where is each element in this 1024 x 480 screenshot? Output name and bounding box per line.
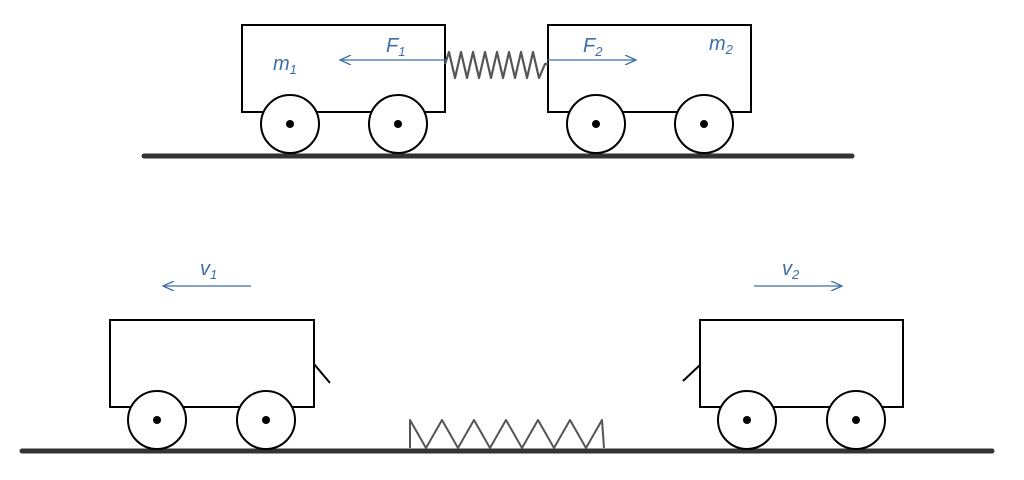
spring-catch xyxy=(682,364,701,382)
cart-body xyxy=(109,319,315,408)
wheel xyxy=(236,390,296,450)
wheel xyxy=(826,390,886,450)
compressed-spring xyxy=(443,50,548,80)
spring-catch xyxy=(313,363,331,384)
label-m2: m2 xyxy=(709,33,734,57)
label-f1: F1 xyxy=(386,35,405,59)
wheel xyxy=(260,94,320,154)
label-m1: m1 xyxy=(273,53,297,77)
wheel xyxy=(566,94,626,154)
label-f2: F2 xyxy=(583,35,603,59)
bottom-scene: v1 v2 xyxy=(19,258,995,454)
top-cart-right xyxy=(547,24,752,154)
wheel xyxy=(127,390,187,450)
released-spring xyxy=(409,419,605,449)
bottom-cart-left xyxy=(109,319,331,450)
wheel xyxy=(717,390,777,450)
label-v2: v2 xyxy=(782,258,800,282)
top-scene: m1 F1 F2 m2 xyxy=(141,24,855,159)
top-cart-left xyxy=(241,24,446,154)
cart-body xyxy=(699,319,904,408)
wheel xyxy=(368,94,428,154)
wheel xyxy=(674,94,734,154)
bottom-cart-right xyxy=(682,319,904,450)
label-v1: v1 xyxy=(200,258,217,282)
